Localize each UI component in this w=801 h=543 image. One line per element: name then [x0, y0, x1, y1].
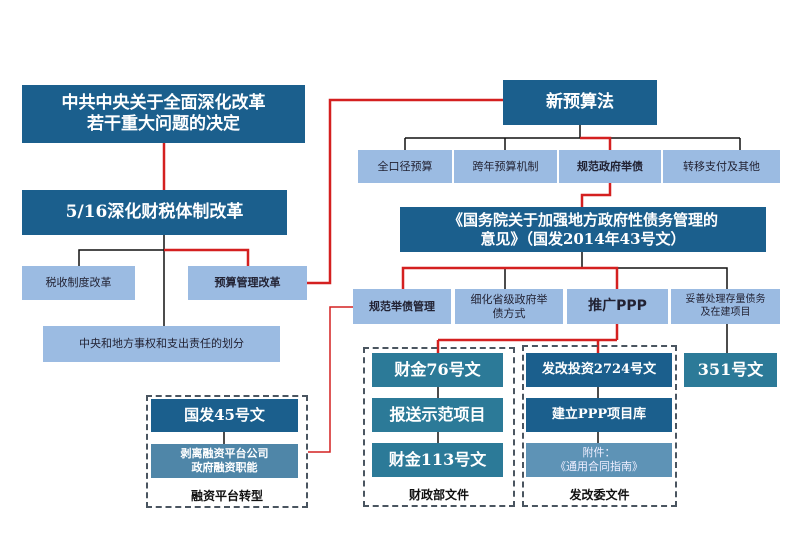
attachment-label: 附件：: [582, 446, 616, 460]
opinion-item: 推广PPP: [567, 289, 668, 324]
budget-item: 转移支付及其他: [663, 150, 780, 183]
mof-item: 报送示范项目: [372, 398, 503, 432]
platform-doc45-box: 国发45号文: [151, 399, 298, 432]
opinion-item: 细化省级政府举债方式: [455, 289, 563, 324]
platform-strip-box: 剥离融资平台公司政府融资职能: [151, 444, 298, 478]
tax-reform-box: 税收制度改革: [22, 266, 135, 300]
new-budget-law-box: 新预算法: [503, 80, 657, 125]
ndrc-attachment: 附件：《通用合同指南》: [526, 443, 672, 477]
mof-group: [363, 347, 515, 507]
mof-label: 财政部文件: [408, 488, 469, 502]
top-line1: 中共中央关于全面深化改革: [61, 92, 266, 113]
ndrc-item: 建立PPP项目库: [526, 398, 672, 432]
opinion-item: 妥善处理存量债务及在建项目: [671, 289, 780, 324]
top-line2: 若干重大问题的决定: [87, 114, 240, 134]
budget-item: 规范政府举债: [559, 150, 661, 183]
doc-351-box: 351号文: [684, 353, 777, 387]
attachment-title: 《通用合同指南》: [555, 460, 643, 473]
platform-group: [146, 395, 308, 508]
reform-516-box: 5/16深化财税体制改革: [22, 190, 287, 235]
budget-item: 全口径预算: [358, 150, 452, 183]
opinion-line1: 《国务院关于加强地方政府性债务管理的: [447, 210, 718, 229]
mof-item: 财金76号文: [372, 353, 503, 387]
ndrc-item: 发改投资2724号文: [526, 353, 672, 387]
ndrc-label: 发改委文件: [569, 488, 630, 502]
platform-line2: 政府融资职能: [191, 461, 258, 474]
state-council-opinion-box: 《国务院关于加强地方政府性债务管理的意见》（国发2014年43号文）: [400, 207, 766, 252]
opinion-item: 规范举债管理: [353, 289, 451, 324]
top-decision-box: 中共中央关于全面深化改革若干重大问题的决定: [22, 85, 305, 143]
platform-line1: 剥离融资平台公司: [180, 447, 269, 461]
ndrc-group: [522, 345, 677, 507]
platform-label: 融资平台转型: [190, 489, 263, 503]
opinion-line2: 意见》（国发2014年43号文）: [480, 229, 686, 248]
budget-reform-box: 预算管理改革: [188, 266, 307, 300]
mof-item: 财金113号文: [372, 443, 503, 477]
division-box: 中央和地方事权和支出责任的划分: [43, 326, 280, 362]
budget-item: 跨年预算机制: [454, 150, 557, 183]
